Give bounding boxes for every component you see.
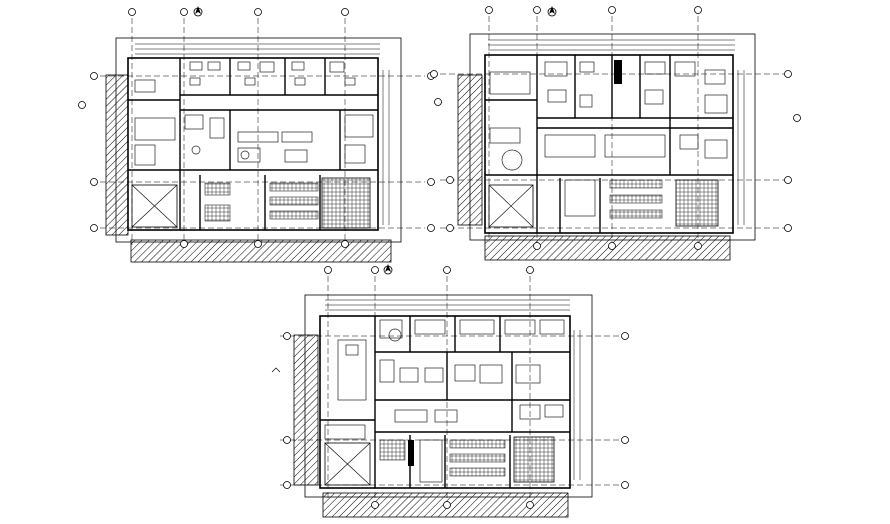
grid-lines bbox=[100, 18, 425, 245]
dark-column bbox=[614, 60, 622, 84]
hatched-wall-left bbox=[457, 74, 483, 226]
grid-bubble bbox=[90, 178, 98, 186]
grid-bubble bbox=[784, 176, 792, 184]
grid-bubble bbox=[526, 501, 534, 509]
hatched-wall-bottom bbox=[484, 235, 731, 261]
dimension-lines bbox=[488, 39, 745, 225]
floor-plan-top-left bbox=[78, 6, 435, 263]
grid-bubble bbox=[533, 6, 541, 14]
furniture bbox=[134, 61, 374, 166]
north-arrow-icon bbox=[193, 6, 203, 17]
stairwell bbox=[513, 436, 555, 483]
grid-bubble bbox=[341, 240, 349, 248]
seating-rows bbox=[204, 182, 319, 222]
grid-bubble bbox=[430, 70, 438, 78]
hatched-wall-bottom bbox=[130, 239, 392, 263]
floor-plan-top-right bbox=[430, 6, 801, 261]
grid-lines bbox=[280, 276, 625, 500]
grid-bubble bbox=[341, 8, 349, 16]
floor-plan-bottom bbox=[271, 264, 629, 518]
grid-bubble bbox=[608, 6, 616, 14]
grid-bubble bbox=[526, 266, 534, 274]
grid-bubble bbox=[90, 224, 98, 232]
grid-bubble bbox=[621, 436, 629, 444]
grid-bubble bbox=[90, 72, 98, 80]
grid-bubbles bbox=[283, 266, 629, 509]
grid-bubble bbox=[533, 242, 541, 250]
interior-walls bbox=[128, 58, 378, 230]
stairwell bbox=[321, 177, 371, 229]
grid-bubble bbox=[128, 8, 136, 16]
grid-bubble bbox=[324, 266, 332, 274]
grid-bubbles bbox=[430, 6, 801, 250]
seating-rows bbox=[379, 439, 506, 477]
grid-bubble bbox=[427, 224, 435, 232]
grid-bubble bbox=[694, 242, 702, 250]
hatched-wall-left bbox=[293, 334, 319, 486]
grid-bubble bbox=[784, 70, 792, 78]
grid-bubble bbox=[283, 436, 291, 444]
grid-bubble bbox=[78, 101, 86, 109]
interior-walls bbox=[485, 55, 733, 233]
stairwell bbox=[675, 179, 719, 227]
dark-column bbox=[408, 440, 414, 466]
seating-rows bbox=[609, 179, 663, 219]
dimension-lines bbox=[135, 43, 390, 225]
grid-bubble bbox=[694, 6, 702, 14]
grid-bubble bbox=[371, 501, 379, 509]
dimension-lines bbox=[325, 299, 581, 480]
grid-bubble bbox=[371, 266, 379, 274]
grid-bubble bbox=[443, 266, 451, 274]
grid-bubble bbox=[485, 6, 493, 14]
grid-bubble bbox=[283, 332, 291, 340]
furniture bbox=[489, 61, 728, 217]
grid-bubble bbox=[784, 224, 792, 232]
grid-bubble bbox=[180, 240, 188, 248]
grid-bubble bbox=[283, 481, 291, 489]
grid-bubble bbox=[446, 224, 454, 232]
grid-bubble bbox=[793, 114, 801, 122]
grid-bubble bbox=[434, 98, 442, 106]
grid-bubble bbox=[254, 8, 262, 16]
north-arrow-icon bbox=[383, 264, 393, 275]
grid-bubble bbox=[180, 8, 188, 16]
grid-bubble bbox=[427, 178, 435, 186]
interior-walls bbox=[320, 316, 570, 488]
hatched-wall-left bbox=[105, 74, 129, 236]
elevator-shaft bbox=[131, 184, 178, 228]
north-arrow-icon bbox=[547, 6, 557, 17]
grid-bubble bbox=[608, 242, 616, 250]
elevator-shaft bbox=[488, 184, 534, 228]
furniture bbox=[324, 319, 565, 483]
grid-bubble bbox=[446, 176, 454, 184]
elevator-shaft bbox=[324, 442, 371, 486]
grid-bubble bbox=[254, 240, 262, 248]
building-outline bbox=[484, 54, 734, 234]
grid-bubble bbox=[443, 501, 451, 509]
grid-bubble bbox=[621, 332, 629, 340]
section-marker-icon bbox=[271, 367, 281, 373]
grid-bubble bbox=[621, 481, 629, 489]
building-outline bbox=[127, 57, 379, 231]
